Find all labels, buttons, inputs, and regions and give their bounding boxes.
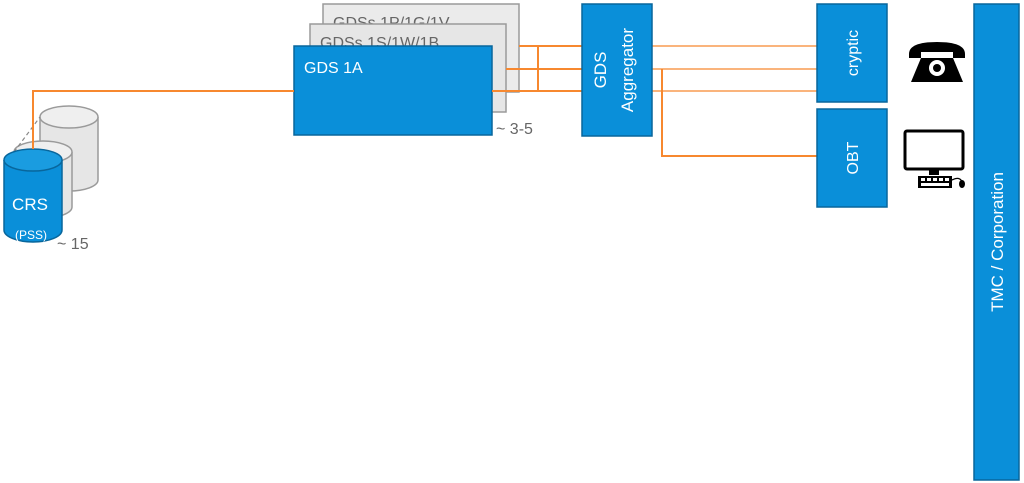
gds-aggregator-box[interactable]: GDS Aggregator	[581, 3, 653, 137]
connection-lines	[32, 45, 817, 157]
gds-count-note: ~ 3-5	[496, 121, 533, 138]
crs-database-stack: CRS (PSS) ~ 15	[3, 105, 99, 253]
crs-sublabel: (PSS)	[15, 228, 47, 242]
tmc-label: TMC / Corporation	[988, 172, 1007, 312]
gds-box-front[interactable]: GDS 1A	[293, 45, 493, 136]
aggregator-label-line2: Aggregator	[618, 28, 637, 112]
telephone-icon	[909, 42, 965, 82]
channel-obt-box[interactable]: OBT	[816, 108, 888, 208]
gds-box-stack: GDSs 1P/1G/1V GDSs 1S/1W/1B GDS 1A ~ 3-5	[293, 3, 533, 138]
crs-count-note: ~ 15	[57, 236, 89, 253]
channel-cryptic-box[interactable]: cryptic	[816, 3, 888, 103]
channel-cryptic-label: cryptic	[845, 30, 862, 76]
crs-stack-connector	[13, 116, 41, 153]
crs-to-gds-line	[32, 90, 294, 149]
desktop-computer-icon	[903, 129, 965, 188]
aggregator-label-line1: GDS	[591, 52, 610, 89]
crs-label: CRS	[12, 195, 48, 214]
channel-obt-label: OBT	[845, 141, 862, 174]
aggregator-obt-line	[661, 69, 817, 157]
tmc-corporation-bar[interactable]: TMC / Corporation	[973, 3, 1020, 481]
gds-front-label: GDS 1A	[304, 60, 363, 77]
